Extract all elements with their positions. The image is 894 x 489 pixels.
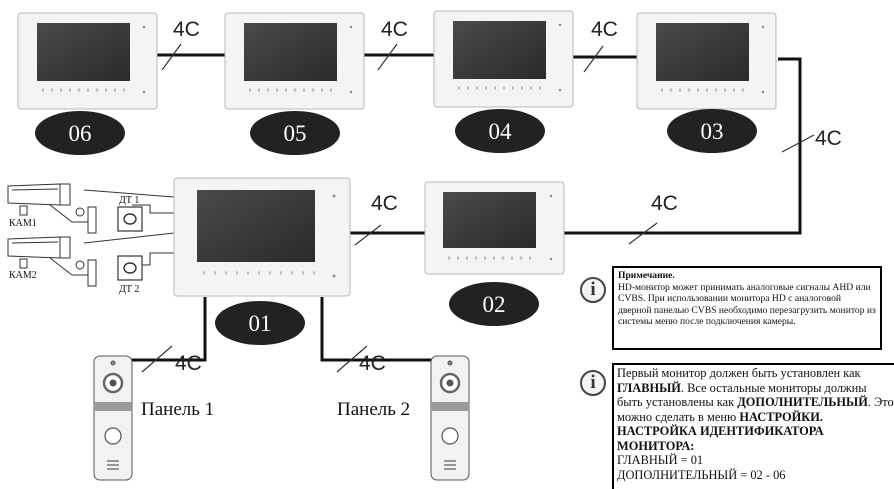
- camera-2-label: КАМ2: [9, 270, 37, 281]
- cable-label: 4C: [359, 352, 386, 375]
- cable-ticks: [141, 43, 815, 373]
- door-panel-1: [93, 355, 133, 481]
- cable-03-02: [564, 57, 802, 235]
- sensor-1: [117, 206, 143, 232]
- badge-03-label: 03: [701, 119, 724, 144]
- monitor-02: [424, 181, 565, 275]
- door-panel-1-label: Панель 1: [141, 399, 214, 420]
- note2-main-term: ГЛАВНЫЙ: [617, 380, 681, 395]
- badge-01-label: 01: [249, 311, 272, 336]
- note2-main-value: ГЛАВНЫЙ = 01: [617, 453, 704, 467]
- door-panel-2: [430, 355, 470, 481]
- cable-01-panel2: [320, 297, 450, 362]
- sensor-1-label: ДТ 1: [119, 195, 139, 206]
- badge-04-label: 04: [489, 119, 513, 144]
- cable-labels: 4C 4C 4C 4C 4C 4C 4C 4C: [173, 18, 842, 375]
- monitor-04: [433, 10, 574, 108]
- cable-label: 4C: [591, 18, 618, 41]
- sensor-2: [117, 255, 143, 281]
- note2-text-1: Первый монитор должен быть установлен ка…: [617, 366, 861, 380]
- monitor-05: [224, 12, 365, 110]
- note2-extra-term: ДОПОЛНИТЕЛЬНЫЙ: [737, 395, 868, 409]
- cables: [118, 53, 802, 362]
- cable-label: 4C: [815, 127, 842, 150]
- note2-extra-value: ДОПОЛНИТЕЛЬНЫЙ = 02 - 06: [617, 467, 786, 482]
- camera-1-label: КАМ1: [9, 218, 37, 229]
- badge-06: [35, 111, 125, 155]
- sensor-2-label: ДТ 2: [119, 284, 139, 295]
- badge-05-label: 05: [284, 121, 307, 146]
- badge-03: [667, 109, 757, 153]
- note-box-hd: Примечание. HD-монитор может принимать а…: [612, 266, 882, 350]
- monitor-03: [636, 12, 777, 110]
- note2-menu-path: НАСТРОЙКИ. НАСТРОЙКА ИДЕНТИФИКАТОРА МОНИ…: [617, 409, 824, 453]
- badge-02-label: 02: [483, 292, 506, 317]
- badge-04: [455, 109, 545, 153]
- badge-06-label: 06: [69, 121, 92, 146]
- camera-1: [7, 183, 97, 234]
- cable-label: 4C: [371, 192, 398, 215]
- camera-2: [7, 236, 97, 287]
- cable-label: 4C: [651, 192, 678, 215]
- monitor-06: [17, 12, 158, 110]
- note-body: HD-монитор может принимать аналоговые си…: [618, 281, 876, 328]
- note-box-monitor-id: Первый монитор должен быть установлен ка…: [612, 363, 894, 489]
- cable-label: 4C: [173, 18, 200, 41]
- monitor-badges: 06 05 04 03 01 02: [35, 109, 757, 345]
- badge-05: [250, 111, 340, 155]
- note2-text-2: . Все остальные мониторы должны быть уст…: [617, 380, 867, 410]
- door-panel-2-label: Панель 2: [337, 399, 410, 420]
- cable-label: 4C: [175, 352, 202, 375]
- note2-text-3: . Это можно сделать в меню: [617, 395, 894, 424]
- info-icon: i: [580, 277, 606, 303]
- cable-label: 4C: [381, 18, 408, 41]
- note-title: Примечание.: [618, 270, 675, 281]
- info-icon: i: [580, 370, 606, 396]
- badge-01: [215, 301, 305, 345]
- cable-01-panel1: [118, 297, 207, 362]
- badge-02: [449, 282, 539, 326]
- monitor-01: [173, 177, 351, 297]
